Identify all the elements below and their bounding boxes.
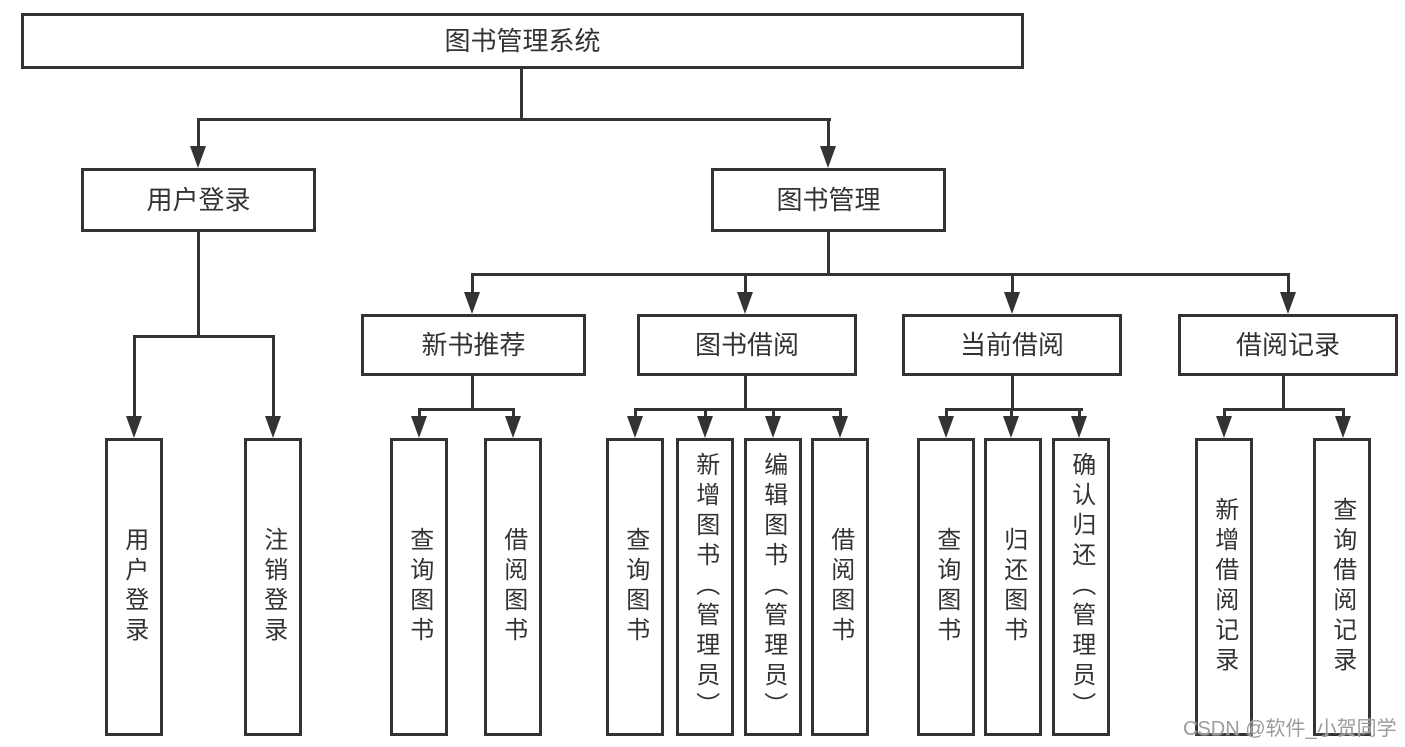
connector-line — [772, 408, 775, 420]
connector-line — [1011, 376, 1014, 411]
leaf-borrow-books-recommend: 借阅图书 — [484, 438, 542, 736]
connector-line — [512, 408, 515, 420]
node-label: 借阅记录 — [1235, 330, 1340, 360]
arrow-down-icon — [1280, 292, 1296, 314]
connector-line — [418, 408, 421, 420]
connector-line — [1011, 273, 1014, 296]
leaf-borrow-books-borrowing: 借阅图书 — [811, 438, 869, 736]
node-label: 图书管理系统 — [444, 26, 601, 56]
node-label: 新书推荐 — [421, 330, 526, 360]
connector-line — [1223, 408, 1345, 411]
connector-line — [1342, 408, 1345, 420]
arrow-down-icon — [1335, 416, 1351, 438]
arrow-down-icon — [190, 146, 206, 168]
node-book-borrowing: 图书借阅 — [637, 314, 857, 376]
connector-line — [704, 408, 707, 420]
connector-line — [839, 408, 842, 420]
connector-line — [471, 376, 474, 411]
connector-line — [272, 335, 275, 420]
connector-line — [634, 408, 637, 420]
node-borrowing-records: 借阅记录 — [1178, 314, 1398, 376]
leaf-query-books-recommend: 查询图书 — [390, 438, 448, 736]
connector-line — [197, 118, 831, 121]
node-label: 新增图书（管理员） — [691, 452, 719, 722]
connector-line — [133, 335, 136, 420]
connector-line — [197, 118, 200, 150]
leaf-add-book-admin: 新增图书（管理员） — [676, 438, 734, 736]
arrow-down-icon — [1003, 416, 1019, 438]
node-label: 查询图书 — [621, 527, 649, 647]
arrow-down-icon — [1004, 292, 1020, 314]
arrow-down-icon — [411, 416, 427, 438]
leaf-edit-book-admin: 编辑图书（管理员） — [744, 438, 802, 736]
leaf-user-login: 用户登录 — [105, 438, 163, 736]
node-label: 新增借阅记录 — [1210, 497, 1238, 677]
connector-line — [945, 408, 948, 420]
node-label: 当前借阅 — [959, 330, 1064, 360]
node-label: 注销登录 — [259, 527, 287, 647]
connector-line — [827, 232, 830, 276]
connector-line — [744, 273, 747, 296]
connector-line — [945, 408, 1083, 411]
connector-line — [827, 118, 830, 150]
connector-line — [418, 408, 515, 411]
leaf-confirm-return-admin: 确认归还（管理员） — [1052, 438, 1110, 736]
node-label: 用户登录 — [146, 185, 251, 215]
node-label: 图书管理 — [776, 185, 881, 215]
leaf-query-books-current: 查询图书 — [917, 438, 975, 736]
arrow-down-icon — [1071, 416, 1087, 438]
connector-line — [1287, 273, 1290, 296]
node-label: 编辑图书（管理员） — [759, 452, 787, 722]
node-label: 确认归还（管理员） — [1067, 452, 1095, 722]
connector-line — [197, 232, 200, 338]
leaf-query-books-borrowing: 查询图书 — [606, 438, 664, 736]
node-label: 查询借阅记录 — [1328, 497, 1356, 677]
node-label: 用户登录 — [120, 527, 148, 647]
node-book-management: 图书管理 — [711, 168, 946, 232]
arrow-down-icon — [505, 416, 521, 438]
arrow-down-icon — [627, 416, 643, 438]
node-user-login: 用户登录 — [81, 168, 316, 232]
connector-line — [471, 273, 1290, 276]
node-current-borrowing: 当前借阅 — [902, 314, 1122, 376]
leaf-add-borrow-record: 新增借阅记录 — [1195, 438, 1253, 736]
connector-line — [520, 69, 523, 121]
arrow-down-icon — [737, 292, 753, 314]
connector-line — [1078, 408, 1081, 420]
arrow-down-icon — [1216, 416, 1232, 438]
arrow-down-icon — [265, 416, 281, 438]
node-label: 查询图书 — [405, 527, 433, 647]
node-label: 借阅图书 — [499, 527, 527, 647]
node-label: 图书借阅 — [694, 330, 799, 360]
connector-line — [1010, 408, 1013, 420]
arrow-down-icon — [938, 416, 954, 438]
connector-line — [634, 408, 842, 411]
node-new-book-recommendation: 新书推荐 — [361, 314, 586, 376]
connector-line — [744, 376, 747, 411]
connector-line — [1282, 376, 1285, 411]
node-label: 查询图书 — [932, 527, 960, 647]
arrow-down-icon — [832, 416, 848, 438]
leaf-query-borrow-record: 查询借阅记录 — [1313, 438, 1371, 736]
arrow-down-icon — [464, 292, 480, 314]
connector-line — [471, 273, 474, 296]
arrow-down-icon — [820, 146, 836, 168]
leaf-logout: 注销登录 — [244, 438, 302, 736]
connector-line — [133, 335, 275, 338]
node-label: 归还图书 — [999, 527, 1027, 647]
arrow-down-icon — [765, 416, 781, 438]
watermark: CSDN @软件_小贺同学 — [1183, 718, 1397, 740]
leaf-return-books: 归还图书 — [984, 438, 1042, 736]
node-label: 借阅图书 — [826, 527, 854, 647]
arrow-down-icon — [126, 416, 142, 438]
connector-line — [1223, 408, 1226, 420]
node-root: 图书管理系统 — [21, 13, 1024, 69]
arrow-down-icon — [697, 416, 713, 438]
